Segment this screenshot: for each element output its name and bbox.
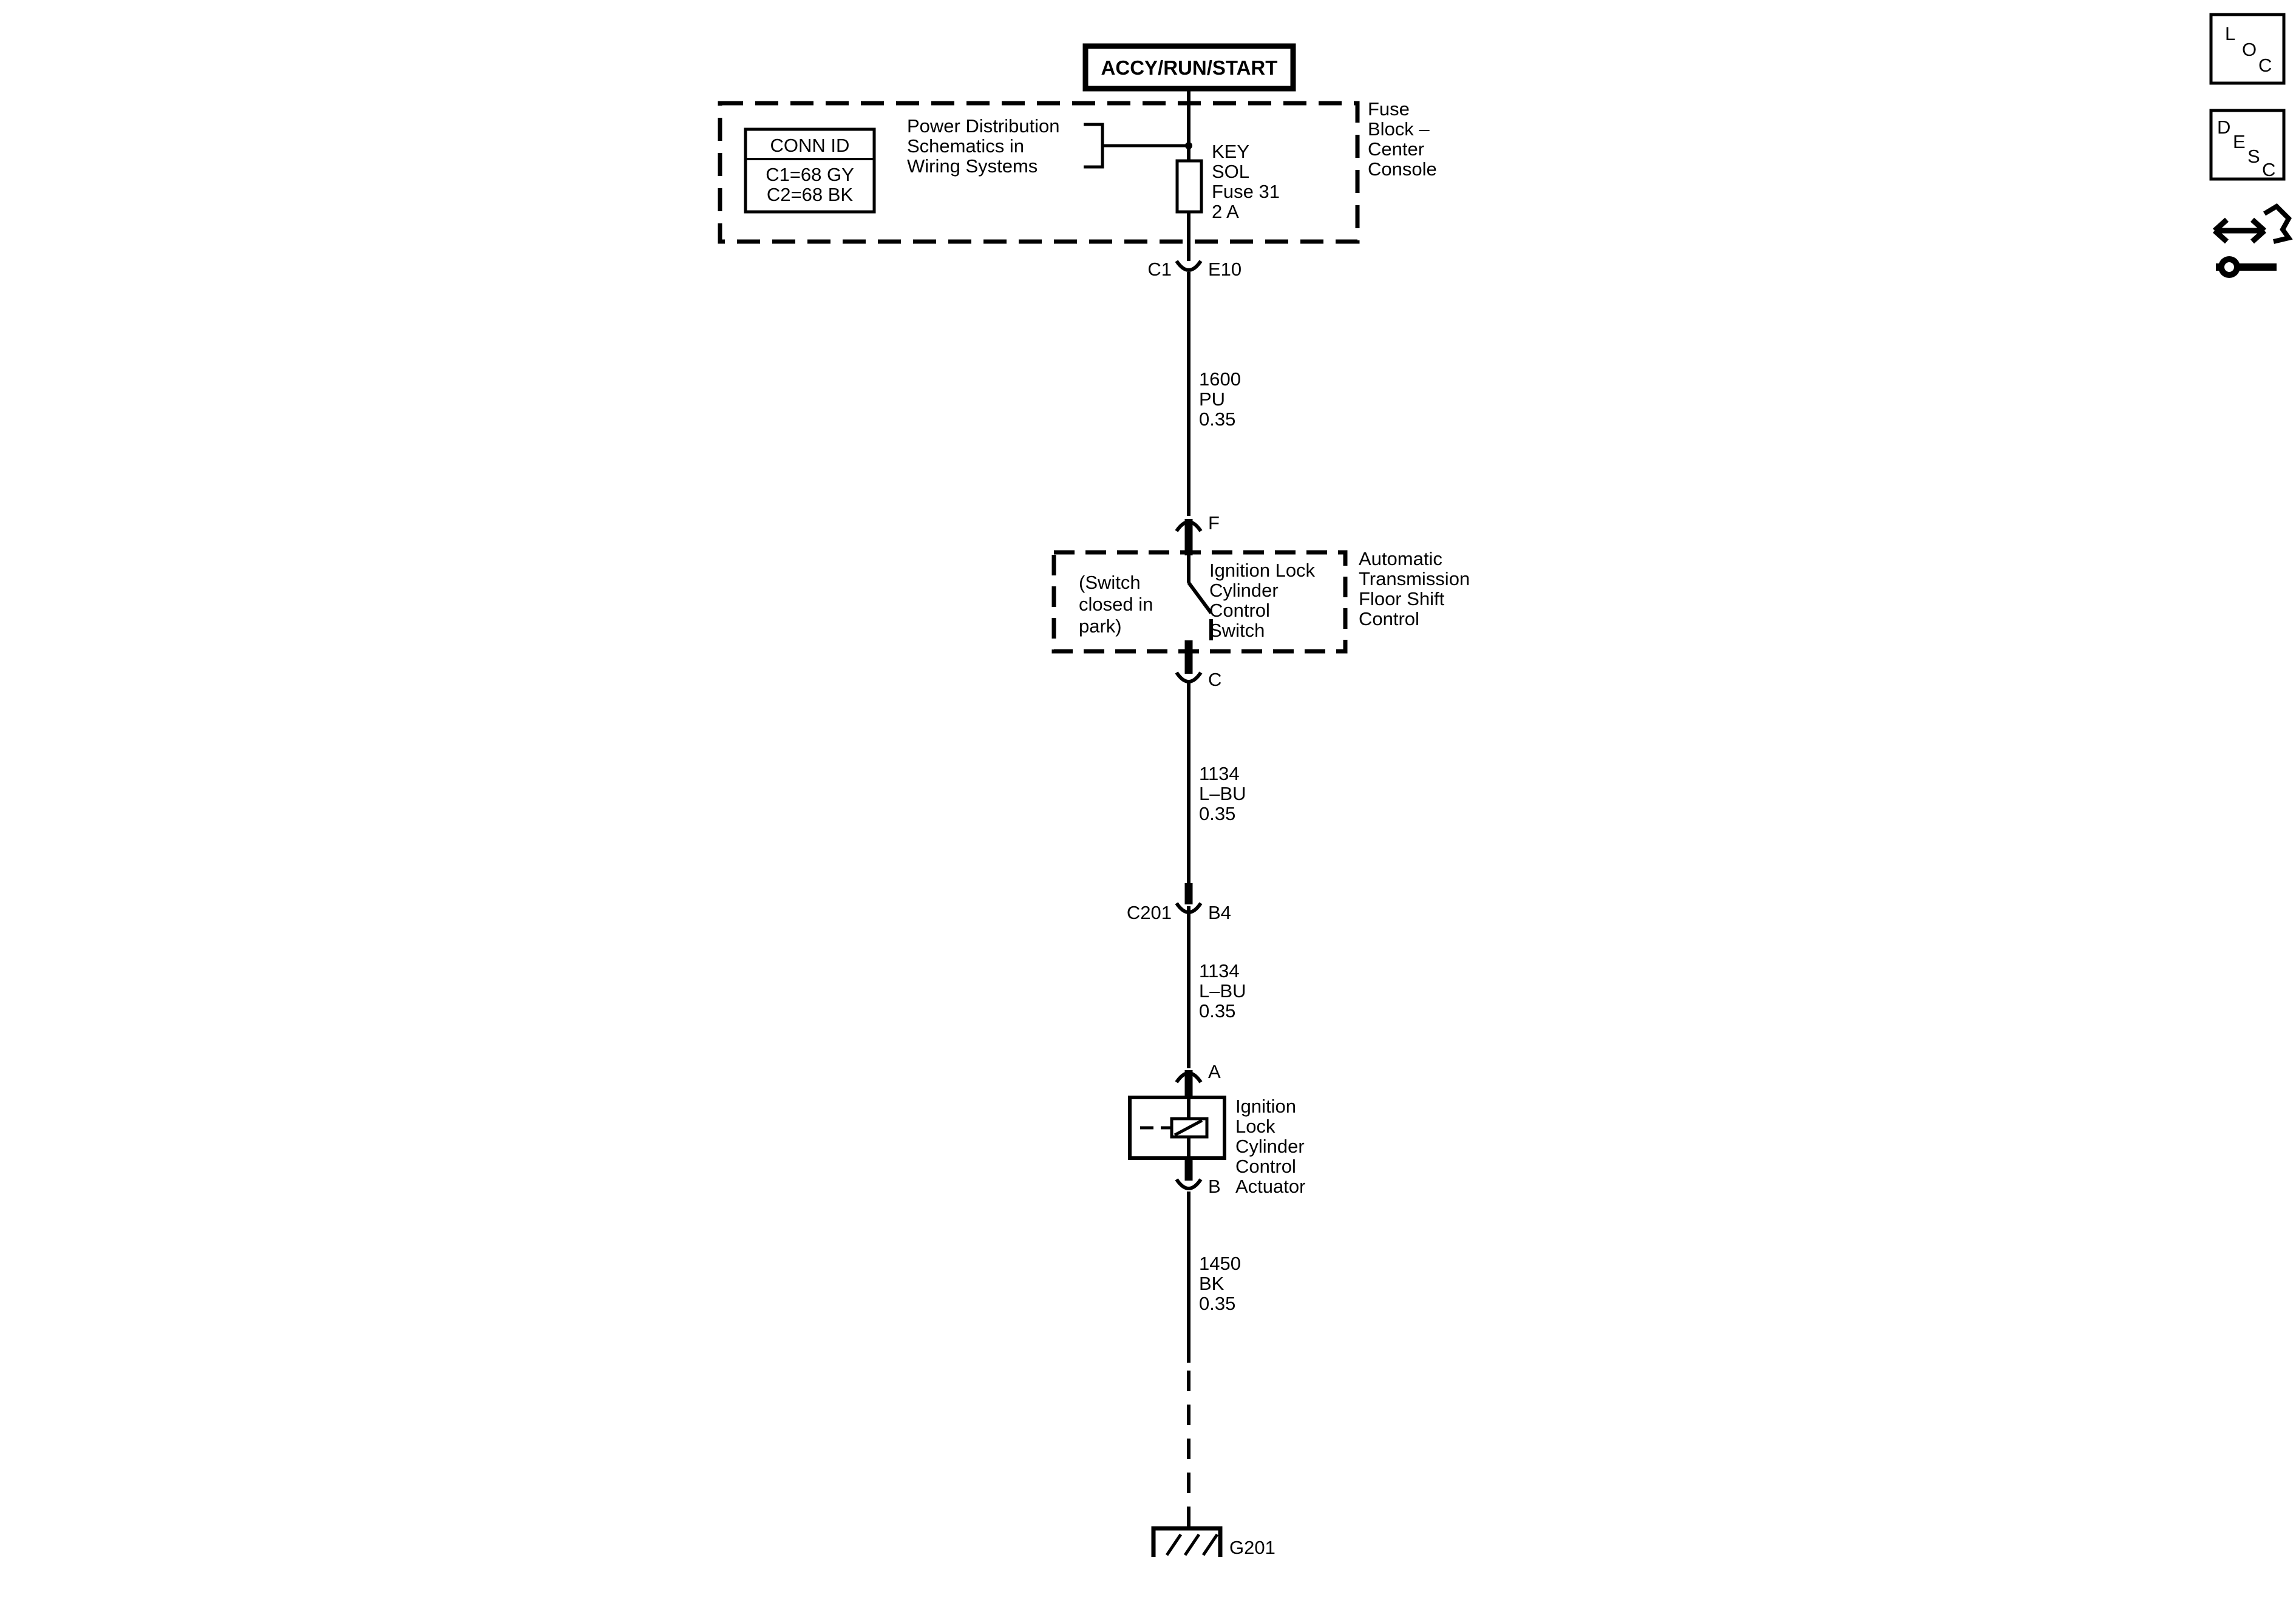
connector-pin: E10	[1208, 259, 1241, 280]
connector-name: C201	[1127, 902, 1172, 923]
pin-c: C	[1208, 669, 1221, 690]
pin-f: F	[1208, 512, 1220, 534]
fuse-31	[1175, 159, 1203, 214]
fuse-block: Fuse Block – Center Console CONN ID C1=6…	[718, 98, 1437, 244]
power-mode-label: ACCY/RUN/START	[1101, 56, 1278, 79]
ground-g201: G201	[1151, 1526, 1275, 1558]
loc-letter: L	[2225, 23, 2235, 44]
trans-floor-shift-control: F (Switch closed in park) Ignition Lock …	[1051, 512, 1475, 690]
loc-letter: C	[2258, 55, 2272, 76]
connector-end-view-icon[interactable]	[2212, 203, 2293, 278]
actuator: A B Ignition Lock Cylinder Control Actua…	[1128, 1061, 1309, 1197]
switch-note: (Switch closed in park)	[1079, 572, 1158, 637]
wire-label-1134: 1134 L–BU 0.35	[1199, 763, 1251, 824]
power-distribution-reference[interactable]: Power Distribution Schematics in Wiring …	[907, 115, 1065, 177]
actuator-name: Ignition Lock Cylinder Control Actuator	[1235, 1096, 1309, 1197]
wire-label-1600: 1600 PU 0.35	[1199, 368, 1246, 430]
desc-letter: C	[2262, 159, 2275, 180]
connector-pin: B4	[1208, 902, 1231, 923]
desc-button[interactable]: D E S C	[2209, 109, 2286, 181]
conn-id-row: C2=68 BK	[767, 184, 854, 205]
connector-name: C1	[1147, 259, 1172, 280]
loc-letter: O	[2242, 39, 2257, 60]
conn-id-box: CONN ID C1=68 GY C2=68 BK	[744, 127, 876, 214]
reference-bracket	[1084, 123, 1189, 169]
module-boundary	[1051, 550, 1348, 654]
power-mode-header: ACCY/RUN/START	[1082, 43, 1296, 92]
fuse-block-name: Fuse Block – Center Console	[1368, 98, 1437, 180]
switch-name: Ignition Lock Cylinder Control Switch	[1209, 560, 1320, 641]
loc-button[interactable]: L O C	[2209, 13, 2286, 85]
pin-a: A	[1208, 1061, 1221, 1082]
wire-label-1134: 1134 L–BU 0.35	[1199, 960, 1251, 1022]
desc-letter: E	[2233, 131, 2246, 152]
wire-label-1450: 1450 BK 0.35	[1199, 1253, 1246, 1314]
connector-c1-e10: C1 E10	[1147, 259, 1241, 280]
fuse-label: KEY SOL Fuse 31 2 A	[1212, 141, 1285, 222]
desc-letter: D	[2217, 117, 2230, 138]
pin-b: B	[1208, 1176, 1221, 1197]
fuse-block-boundary	[718, 101, 1360, 244]
ground-label: G201	[1229, 1537, 1275, 1558]
module-name: Automatic Transmission Floor Shift Contr…	[1359, 548, 1475, 629]
desc-letter: S	[2247, 146, 2260, 167]
conn-id-row: C1=68 GY	[766, 164, 854, 185]
conn-id-title: CONN ID	[770, 135, 850, 156]
connector-c201: C201 B4	[1127, 883, 1231, 923]
